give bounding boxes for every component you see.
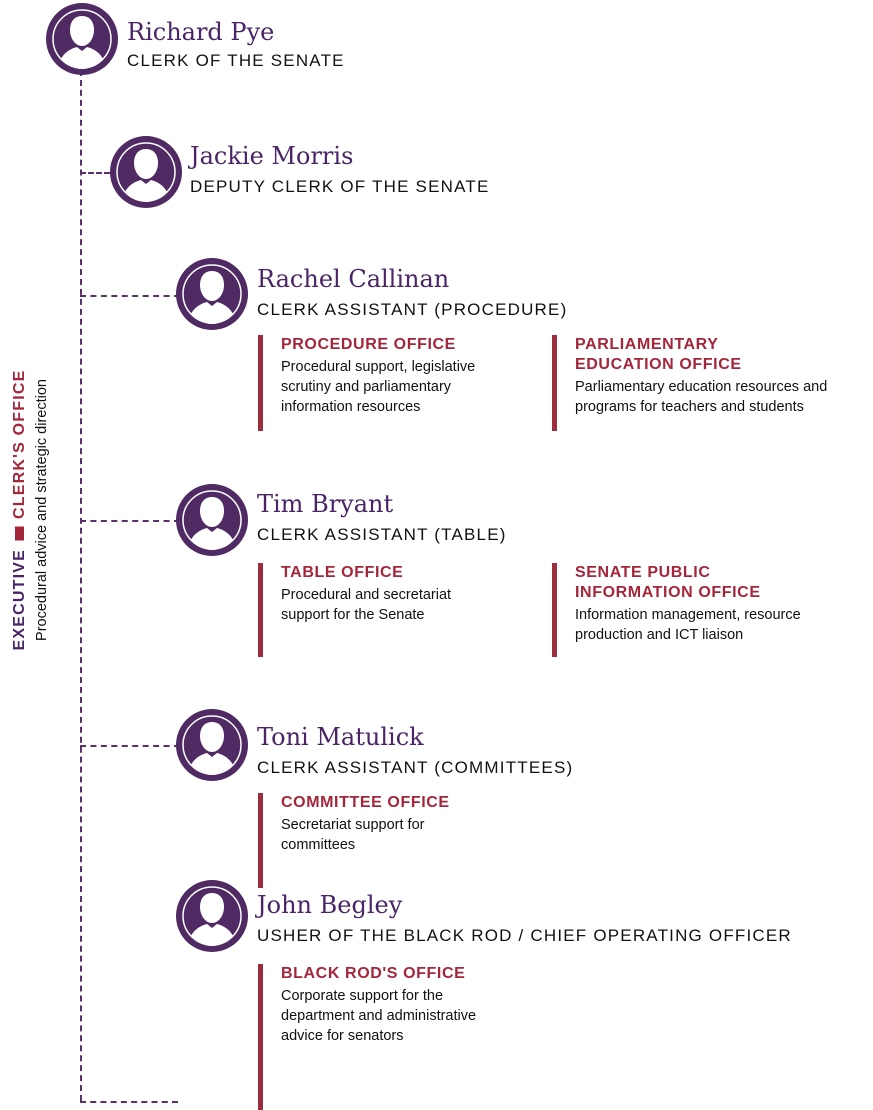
office-title-line: SENATE PUBLIC xyxy=(575,564,711,581)
person-avatar-icon xyxy=(174,707,250,783)
person-name: Rachel Callinan xyxy=(257,265,450,293)
person-avatar-icon xyxy=(108,134,184,210)
office-title-line: EDUCATION OFFICE xyxy=(575,356,742,373)
office-title: BLACK ROD'S OFFICE xyxy=(281,965,466,982)
office-description: Corporate support for the department and… xyxy=(281,986,548,1046)
connector-john-begley xyxy=(80,1101,178,1103)
office-description-line: scrutiny and parliamentary xyxy=(281,379,452,395)
person-name: Jackie Morris xyxy=(190,142,354,170)
person-name: Tim Bryant xyxy=(257,490,394,518)
person-name: Richard Pye xyxy=(127,18,275,46)
office-description: Parliamentary education resources and pr… xyxy=(575,377,868,417)
office-description-line: Procedural support, legislative xyxy=(281,359,476,375)
office-description: Procedural support, legislative scrutiny… xyxy=(281,357,528,417)
connector-jackie-morris xyxy=(80,172,110,174)
parliamentary-education-office: PARLIAMENTARY EDUCATION OFFICE Parliamen… xyxy=(552,335,868,431)
person-title: CLERK ASSISTANT (COMMITTEES) xyxy=(257,758,574,777)
office-description-line: production and ICT liaison xyxy=(575,627,744,643)
office-title-line: INFORMATION OFFICE xyxy=(575,584,761,601)
person-avatar-icon xyxy=(44,1,120,77)
table-office: TABLE OFFICE Procedural and secretariat … xyxy=(258,563,528,657)
senate-public-information-office: SENATE PUBLIC INFORMATION OFFICE Informa… xyxy=(552,563,868,657)
person-avatar-icon xyxy=(174,878,250,954)
procedure-office: PROCEDURE OFFICE Procedural support, leg… xyxy=(258,335,528,431)
office-description-line: Information management, resource xyxy=(575,607,801,623)
office-description-line: advice for senators xyxy=(281,1028,404,1044)
office-title: PROCEDURE OFFICE xyxy=(281,336,456,353)
office-description: Secretariat support for committees xyxy=(281,815,528,855)
person-avatar-icon xyxy=(174,256,250,332)
office-title: COMMITTEE OFFICE xyxy=(281,794,450,811)
person-title: CLERK ASSISTANT (TABLE) xyxy=(257,525,507,544)
sidebar-title: EXECUTIVE CLERK'S OFFICE xyxy=(11,370,29,651)
separator-square-icon xyxy=(15,527,25,541)
executive-label: EXECUTIVE xyxy=(11,549,28,651)
office-description-line: support for the Senate xyxy=(281,607,425,623)
office-title-line: PARLIAMENTARY xyxy=(575,336,719,353)
trunk-connector-line xyxy=(80,70,82,1101)
committee-office: COMMITTEE OFFICE Secretariat support for… xyxy=(258,793,528,888)
office-description-line: Procedural and secretariat xyxy=(281,587,452,603)
office-description-line: information resources xyxy=(281,399,421,415)
office-title: PARLIAMENTARY EDUCATION OFFICE xyxy=(575,335,868,375)
person-title: CLERK OF THE SENATE xyxy=(127,51,345,70)
person-title: USHER OF THE BLACK ROD / CHIEF OPERATING… xyxy=(257,926,792,945)
person-avatar-icon xyxy=(174,482,250,558)
connector-tim-bryant xyxy=(80,520,180,522)
office-description-line: programs for teachers and students xyxy=(575,399,804,415)
person-title: CLERK ASSISTANT (PROCEDURE) xyxy=(257,300,568,319)
office-description-line: committees xyxy=(281,837,356,853)
black-rods-office: BLACK ROD'S OFFICE Corporate support for… xyxy=(258,964,548,1110)
office-title: TABLE OFFICE xyxy=(281,564,404,581)
connector-toni-matulick xyxy=(80,745,180,747)
office-title: SENATE PUBLIC INFORMATION OFFICE xyxy=(575,563,868,603)
person-title: DEPUTY CLERK OF THE SENATE xyxy=(190,177,490,196)
sidebar-description: Procedural advice and strategic directio… xyxy=(34,379,50,641)
office-description: Information management, resource product… xyxy=(575,605,868,645)
office-description: Procedural and secretariat support for t… xyxy=(281,585,528,625)
clerks-office-label: CLERK'S OFFICE xyxy=(11,369,28,520)
office-description-line: Corporate support for the xyxy=(281,988,444,1004)
person-name: Toni Matulick xyxy=(257,723,424,751)
office-description-line: Secretariat support for xyxy=(281,817,425,833)
office-description-line: Parliamentary education resources and xyxy=(575,379,828,395)
office-description-line: department and administrative xyxy=(281,1008,477,1024)
person-name: John Begley xyxy=(257,891,403,919)
connector-rachel-callinan xyxy=(80,295,180,297)
